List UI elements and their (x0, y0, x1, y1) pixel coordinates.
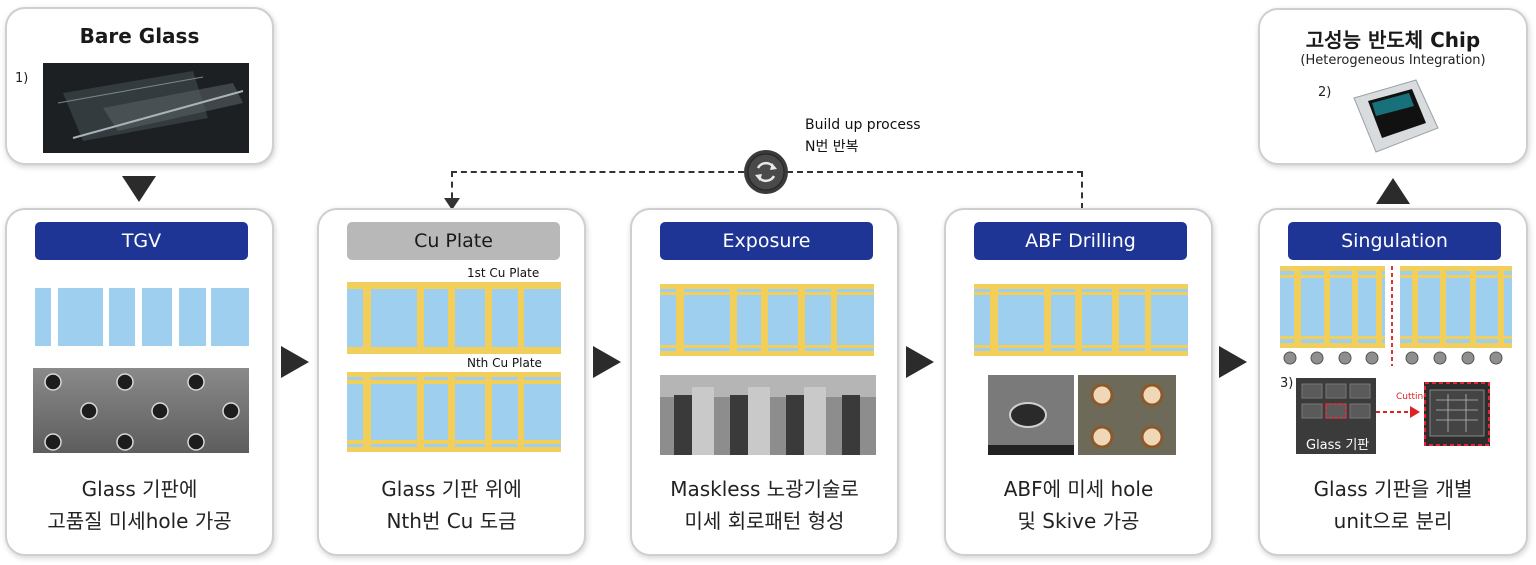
cu-plate-tag-first: 1st Cu Plate (467, 266, 540, 280)
abf-drilling-label: ABF Drilling (974, 222, 1187, 260)
step-tgv-box: TGV Glass 기판에 고품질 미세hole 가공 (5, 208, 274, 556)
singulation-diagram (1280, 266, 1512, 366)
tgv-caption-line2: 고품질 미세hole 가공 (47, 509, 232, 533)
loop-line-right-vertical (1081, 171, 1083, 209)
step-abf-drilling-box: ABF Drilling ABF에 미세 hole 및 Skive 가공 (944, 208, 1213, 556)
loop-text-line2: N번 반복 (805, 139, 859, 155)
tgv-caption-line1: Glass 기판에 (81, 477, 198, 501)
arrow-right-icon (593, 346, 621, 378)
chip-number: 2) (1318, 85, 1332, 100)
loop-text-line1: Build up process (805, 117, 921, 133)
tgv-label: TGV (35, 222, 248, 260)
cu-plate-caption-line1: Glass 기판 위에 (381, 477, 522, 501)
glass-panel-photo (1296, 378, 1376, 454)
bare-glass-box: Bare Glass 1) (5, 7, 274, 165)
abf-drilling-diagram (974, 284, 1188, 356)
cu-plate-caption-line2: Nth번 Cu 도금 (386, 509, 517, 533)
refresh-cycle-icon (744, 150, 788, 194)
arrow-up-icon (1376, 178, 1410, 204)
tgv-glass-diagram (35, 288, 249, 346)
tgv-sem-photo (33, 368, 249, 453)
chip-subtitle: (Heterogeneous Integration) (1300, 53, 1486, 68)
step-cu-plate-box: Cu Plate 1st Cu Plate Nth Cu Plate Glass… (317, 208, 586, 556)
arrow-right-icon (281, 346, 309, 378)
cu-plate-first-diagram (347, 282, 561, 354)
abf-copper-photo (1078, 375, 1176, 455)
exposure-diagram (660, 284, 874, 356)
singulation-caption-line2: unit으로 분리 (1333, 509, 1453, 533)
arrow-down-icon (122, 176, 156, 202)
arrow-right-icon (906, 346, 934, 378)
arrow-right-icon (1219, 346, 1247, 378)
bare-glass-title: Bare Glass (79, 24, 200, 48)
bare-glass-number: 1) (15, 71, 29, 86)
abf-hole-photo (988, 375, 1074, 455)
single-unit-photo (1424, 382, 1490, 446)
step-exposure-box: Exposure Maskless 노광기술로 미세 회로패턴 형성 (630, 208, 899, 556)
cu-plate-nth-diagram (347, 372, 561, 452)
singulation-label: Singulation (1288, 222, 1501, 260)
bare-glass-photo (43, 63, 249, 153)
exposure-sem-photo (660, 375, 876, 455)
loop-arrowhead-icon (444, 198, 460, 210)
glass-panel-label: Glass 기판 (1306, 438, 1370, 453)
loop-line-horizontal-right (787, 171, 1083, 173)
exposure-caption-line2: 미세 회로패턴 형성 (684, 509, 845, 533)
chip-title: 고성능 반도체 Chip (1305, 28, 1481, 52)
loop-line-left-vertical (451, 171, 453, 209)
cutting-label: Cutting (1396, 392, 1429, 402)
cu-plate-tag-nth: Nth Cu Plate (467, 356, 542, 370)
cutting-arrow-icon (1376, 406, 1420, 418)
singulation-number: 3) (1280, 376, 1294, 391)
loop-line-horizontal-left (451, 171, 744, 173)
singulation-caption-line1: Glass 기판을 개별 (1313, 477, 1473, 501)
exposure-caption-line1: Maskless 노광기술로 (670, 477, 859, 501)
cu-plate-label: Cu Plate (347, 222, 560, 260)
chip-box: 고성능 반도체 Chip (Heterogeneous Integration)… (1258, 8, 1528, 165)
chip-photo (1353, 79, 1439, 153)
exposure-label: Exposure (660, 222, 873, 260)
abf-caption-line1: ABF에 미세 hole (1003, 477, 1154, 501)
step-singulation-box: Singulation 3) Glass 기판 Cutting Glass 기판… (1258, 208, 1528, 556)
abf-caption-line2: 및 Skive 가공 (1017, 509, 1140, 533)
